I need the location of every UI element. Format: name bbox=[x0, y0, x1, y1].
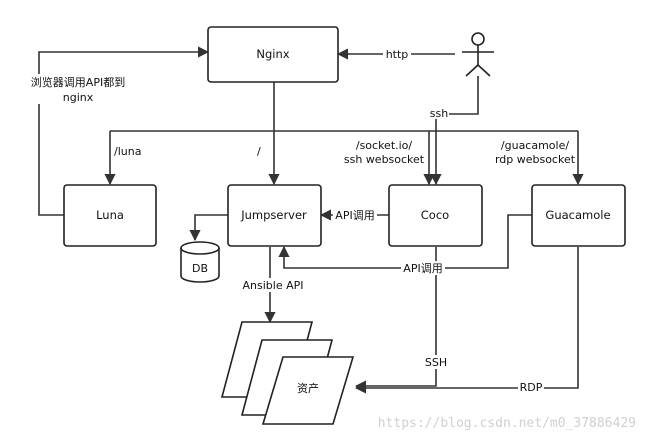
user-figure-icon bbox=[462, 32, 494, 77]
node-luna: Luna bbox=[63, 184, 157, 247]
browser-api-label-line2: nginx bbox=[63, 91, 94, 104]
ssh-assets-label: SSH bbox=[425, 356, 447, 369]
nginx-label: Nginx bbox=[256, 47, 289, 61]
node-coco: Coco bbox=[388, 184, 483, 247]
ssh-user-label: ssh bbox=[430, 107, 448, 120]
rdp-assets-label: RDP bbox=[520, 381, 543, 394]
watermark-url: https://blog.csdn.net/m0_37886429 bbox=[378, 416, 636, 431]
socketio-label-line2: ssh websocket bbox=[344, 153, 425, 166]
node-nginx: Nginx bbox=[207, 26, 339, 83]
db-label: DB bbox=[192, 262, 208, 275]
jumpserver-label: Jumpserver bbox=[240, 208, 307, 222]
browser-api-connector bbox=[38, 46, 210, 216]
guacamole-api-label: API调用 bbox=[403, 262, 442, 275]
assets-label: 资产 bbox=[297, 381, 319, 395]
socketio-label-line1: /socket.io/ bbox=[356, 139, 413, 152]
db-connector bbox=[189, 214, 228, 242]
root-path-label: / bbox=[257, 145, 261, 158]
guacamole-path-label-line1: /guacamole/ bbox=[501, 139, 569, 152]
assets-stack: 资产 bbox=[220, 321, 355, 425]
coco-label: Coco bbox=[421, 208, 449, 222]
ssh-user-connector bbox=[430, 76, 479, 186]
coco-api-label: API调用 bbox=[335, 209, 374, 222]
guacamole-label: Guacamole bbox=[545, 208, 610, 222]
guacamole-api-arrow bbox=[278, 214, 532, 269]
luna-path-label: /luna bbox=[114, 145, 141, 158]
ssh-assets-arrow bbox=[354, 247, 437, 392]
node-guacamole: Guacamole bbox=[531, 184, 626, 247]
browser-api-label-line1: 浏览器调用API都到 bbox=[31, 75, 125, 89]
db-cylinder: DB bbox=[180, 241, 220, 283]
rdp-assets-arrow bbox=[354, 247, 579, 394]
node-jumpserver: Jumpserver bbox=[227, 184, 322, 247]
luna-label: Luna bbox=[96, 208, 124, 222]
http-label: http bbox=[386, 48, 409, 61]
guacamole-path-label-line2: rdp websocket bbox=[495, 153, 576, 166]
ansible-api-label: Ansible API bbox=[243, 279, 304, 292]
